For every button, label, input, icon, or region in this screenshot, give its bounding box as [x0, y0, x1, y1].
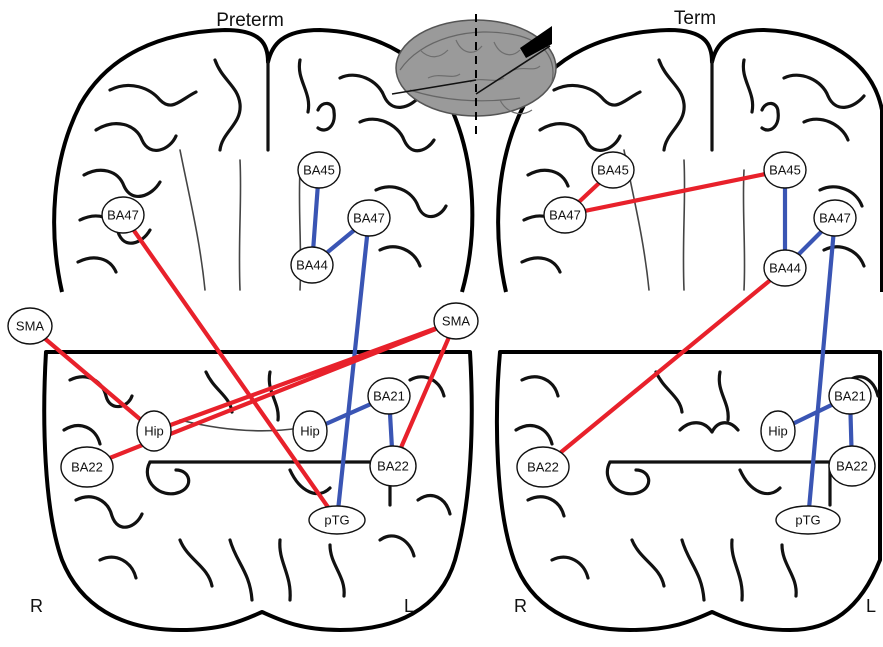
term-node-label-ba45_r: BA45 [597, 163, 629, 178]
term-node-label-ba44: BA44 [769, 261, 801, 276]
preterm-node-ba45: BA45 [298, 152, 340, 188]
preterm-node-label-ba47_l: BA47 [353, 211, 385, 226]
preterm-node-label-ptg: pTG [324, 513, 349, 528]
preterm-node-label-hip_r: Hip [144, 424, 164, 439]
preterm-node-ba22_l: BA22 [370, 446, 416, 486]
term-edges [543, 170, 852, 520]
term-coronal-slice [497, 352, 880, 630]
term-node-ptg: pTG [776, 506, 840, 534]
preterm-node-label-ba22_r: BA22 [71, 460, 103, 475]
term-node-label-ba22_l: BA22 [836, 459, 868, 474]
term-node-ba44: BA44 [764, 250, 806, 286]
term-left-hemisphere-label: L [866, 596, 876, 616]
term-node-label-ba47_r: BA47 [549, 208, 581, 223]
term-node-label-ptg: pTG [795, 513, 820, 528]
preterm-node-ba47_l: BA47 [348, 200, 390, 236]
preterm-node-sma_l: SMA [434, 303, 478, 339]
preterm-node-ba44: BA44 [291, 247, 333, 283]
preterm-panel: Preterm R L BA45BA47 BA47BA44SMA SMA BA21Hi… [8, 10, 478, 630]
preterm-node-label-ba44: BA44 [296, 258, 328, 273]
preterm-node-label-ba47_r: BA47 [107, 208, 139, 223]
preterm-node-ba47_r: BA47 [102, 197, 144, 233]
preterm-node-ba21: BA21 [368, 378, 410, 414]
term-node-ba21: BA21 [829, 378, 871, 414]
term-node-label-ba22_r: BA22 [527, 460, 559, 475]
term-title: Term [674, 8, 716, 29]
term-node-ba47_r: BA47 [544, 197, 586, 233]
term-node-ba47_l: BA47 [814, 200, 856, 236]
preterm-node-label-ba45: BA45 [303, 163, 335, 178]
preterm-node-label-hip_l: Hip [300, 424, 320, 439]
preterm-edge-sma_r-hip_r [30, 326, 154, 431]
preterm-right-hemisphere-label: R [30, 596, 43, 616]
preterm-node-ptg: pTG [309, 506, 365, 534]
preterm-node-sma_r: SMA [8, 308, 52, 344]
term-node-label-ba47_l: BA47 [819, 211, 851, 226]
term-edge-ba44-ba22_r [543, 268, 785, 467]
preterm-node-hip_l: Hip [293, 411, 327, 451]
term-node-label-ba45_l: BA45 [769, 163, 801, 178]
preterm-left-hemisphere-label: L [404, 596, 414, 616]
preterm-node-label-ba21: BA21 [373, 389, 405, 404]
term-node-ba22_r: BA22 [517, 447, 569, 487]
term-node-ba45_l: BA45 [764, 152, 806, 188]
preterm-title: Preterm [216, 10, 284, 31]
term-node-hip_l: Hip [761, 411, 795, 451]
preterm-node-ba22_r: BA22 [61, 447, 113, 487]
preterm-node-label-sma_r: SMA [16, 319, 45, 334]
preterm-node-hip_r: Hip [137, 411, 171, 451]
preterm-edge-ba47_l-ptg [337, 218, 369, 520]
preterm-nodes: BA45BA47 BA47BA44SMA SMA BA21Hip HipBA22 BA22… [8, 152, 478, 534]
term-node-ba22_l: BA22 [829, 446, 875, 486]
term-right-hemisphere-label: R [514, 596, 527, 616]
term-node-label-ba21: BA21 [834, 389, 866, 404]
brain-3d-icon [392, 14, 556, 136]
preterm-node-label-ba22_l: BA22 [377, 459, 409, 474]
term-panel: Term R L BA45BA47 BA45BA47BA44BA21HipBA22… [497, 8, 882, 630]
term-node-label-hip_l: Hip [768, 424, 788, 439]
term-node-ba45_r: BA45 [592, 152, 634, 188]
preterm-node-label-sma_l: SMA [442, 314, 471, 329]
